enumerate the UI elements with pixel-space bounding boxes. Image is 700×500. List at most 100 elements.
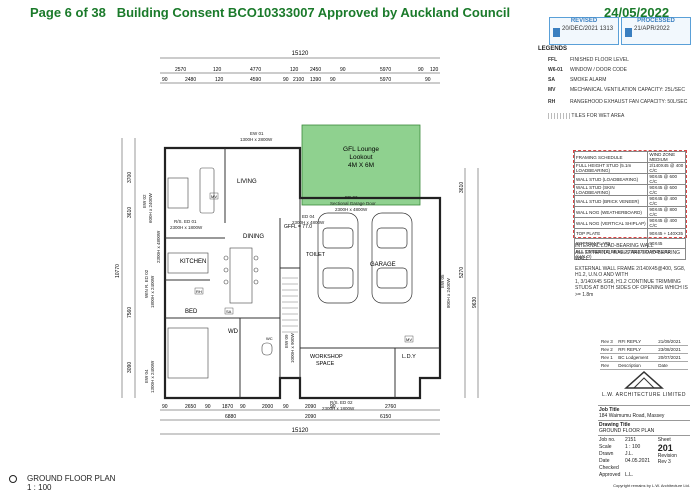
rev-cell: Rev 3 bbox=[600, 338, 618, 346]
stamp-label: REVISED bbox=[570, 18, 598, 24]
copyright: Copyright remains by L.W. Architecture L… bbox=[613, 483, 690, 488]
company-logo: L.W. ARCHITECTURE LIMITED bbox=[600, 370, 688, 402]
approval-banner: Page 6 of 38 Building Consent BCO1033300… bbox=[0, 0, 700, 20]
sheet-number: 201 bbox=[657, 443, 673, 453]
bottom-dim-row-2: 6880 2090 6150 bbox=[225, 414, 391, 420]
dim-text: 120 bbox=[213, 67, 222, 73]
framing-cell: 90X45 @ 400 C/C bbox=[647, 195, 686, 207]
dim-text: 2000 bbox=[262, 404, 273, 410]
opening-code: EW 01 bbox=[250, 131, 264, 136]
rev-cell: Rev bbox=[600, 361, 618, 370]
structural-notes: INTERNAL LOAD-BEARING WALL ALL EXTERNAL … bbox=[575, 243, 690, 298]
framing-cell: WALL NOG (VERTICAL SHIPLAP) bbox=[573, 217, 649, 229]
device-tags: MV SA RH MV WC bbox=[194, 192, 414, 343]
rev-cell: Rev 1 bbox=[600, 353, 618, 362]
plan-title: GROUND FLOOR PLAN bbox=[27, 474, 116, 483]
tag-text: MV bbox=[406, 337, 412, 342]
room-label-dining: DINING bbox=[243, 234, 264, 240]
dim-text: 120 bbox=[215, 77, 224, 83]
tag-text: RH bbox=[196, 289, 202, 294]
furniture bbox=[167, 167, 273, 379]
opening-size: 2300H x 1800W bbox=[170, 225, 203, 230]
garage-cars bbox=[317, 212, 413, 304]
opening-code: EW 05 bbox=[440, 274, 445, 288]
opening-code: R/S. ED 01 bbox=[174, 219, 197, 224]
drawing-title-label: Drawing Title bbox=[599, 422, 631, 428]
floor-plan-drawing: 15120 2570 120 4770 120 2450 90 5970 90 … bbox=[115, 51, 479, 435]
dim-text: 10770 bbox=[115, 264, 121, 278]
room-label-kitchen: KITCHEN bbox=[180, 259, 206, 265]
dim-text: 4590 bbox=[250, 77, 261, 83]
framing-cell: WALL STUD (BRICK VENEER) bbox=[573, 195, 649, 207]
rev-cell: BC Lodgement bbox=[617, 353, 658, 362]
note-line: ALL EXTERNAL WALLS ARE LOAD-BEARING WALL bbox=[575, 249, 681, 263]
framing-cell: WALL STUD (SKIN LOADBEARING) bbox=[573, 184, 649, 196]
dim-text: 4770 bbox=[250, 67, 261, 73]
opening-code: WIN R. ED 02 bbox=[144, 269, 149, 298]
room-label-bed: BED bbox=[185, 309, 198, 315]
opening-labels: EW 01 1300H x 2800W EW 02 600H x 2400W 2… bbox=[142, 131, 451, 411]
room-label-garage: GARAGE bbox=[370, 262, 396, 268]
opening-size: 600H x 2400W bbox=[148, 192, 153, 223]
plan-title-block: GROUND FLOOR PLAN 1 : 100 bbox=[9, 474, 115, 492]
room-label-toilet: TOILET bbox=[306, 252, 326, 258]
dim-text: 5970 bbox=[380, 67, 391, 73]
dim-text: 90 bbox=[283, 77, 289, 83]
rev-cell: 20/07/2021 bbox=[657, 353, 688, 362]
dim-text: 3610 bbox=[127, 207, 133, 218]
dim-text: 7560 bbox=[127, 307, 133, 318]
sheet-label: Sheet bbox=[657, 437, 671, 443]
legend-item: TILES FOR WET AREA bbox=[548, 113, 624, 119]
dim-text: 5270 bbox=[459, 267, 465, 278]
framing-cell: 90X45 @ 600 C/C bbox=[647, 184, 686, 196]
room-label: 4M X 6M bbox=[348, 162, 374, 169]
dim-text: 2450 bbox=[310, 67, 321, 73]
dim-text: 5970 bbox=[380, 77, 391, 83]
room-label-workshop: SPACE bbox=[316, 361, 335, 367]
bottom-dim-row-1: 90 2650 90 1870 90 2000 90 2090 90 2760 bbox=[162, 404, 396, 410]
dim-text: 3610 bbox=[459, 182, 465, 193]
dim-text: 120 bbox=[430, 67, 439, 73]
revision-value: Rev 3 bbox=[657, 459, 671, 465]
opening-code: ED 03 bbox=[345, 195, 358, 200]
top-dim-row-2: 90 2480 120 4590 90 2100 1390 90 5970 90 bbox=[162, 77, 431, 83]
drawing-title: GROUND FLOOR PLAN bbox=[599, 428, 655, 434]
dim-overall-bottom: 15120 bbox=[292, 428, 309, 434]
lounge-lookout-area bbox=[301, 124, 421, 206]
top-dim-row-1: 2570 120 4770 120 2450 90 5970 90 120 bbox=[175, 67, 439, 73]
rev-cell: Date bbox=[657, 361, 688, 370]
dim-text: 2480 bbox=[185, 77, 196, 83]
opening-code: EW 09 bbox=[284, 334, 289, 348]
dim-text: 90 bbox=[340, 67, 346, 73]
company-name: L.W. ARCHITECTURE LIMITED bbox=[602, 392, 686, 398]
dim-text: 6150 bbox=[380, 414, 391, 420]
tb-field: Job no.2151 bbox=[599, 437, 637, 443]
dim-text: 2090 bbox=[305, 404, 316, 410]
room-label-wd: WD bbox=[228, 329, 239, 335]
framing-cell: 90X45 @ 600 C/C bbox=[647, 173, 686, 185]
dim-text: 90 bbox=[330, 77, 336, 83]
dim-text: 2090 bbox=[305, 414, 316, 420]
note-line: INTERNAL LOAD-BEARING WALL bbox=[575, 243, 654, 249]
opening-size: 800H x 2400W bbox=[446, 277, 451, 308]
dim-text: 1870 bbox=[222, 404, 233, 410]
interior-walls bbox=[165, 148, 440, 398]
room-label-workshop: WORKSHOP bbox=[310, 354, 343, 360]
framing-cell: FULL HEIGHT STUD (5.1m LOADBEARING) bbox=[573, 162, 649, 174]
dim-text: 90 bbox=[205, 404, 211, 410]
dim-text: 1390 bbox=[310, 77, 321, 83]
plan-reference-icon bbox=[9, 475, 17, 483]
dim-text: 90 bbox=[283, 404, 289, 410]
opening-size: 1300H x 2400W bbox=[150, 360, 155, 393]
opening-code: R/S. ED 02 bbox=[330, 400, 353, 405]
opening-size: 2300H x 4800W bbox=[156, 230, 161, 263]
dim-text: 90 bbox=[240, 404, 246, 410]
rev-cell: 21/09/2021 bbox=[657, 338, 688, 346]
dim-text: 3700 bbox=[127, 172, 133, 183]
framing-cell: 90X45 + 140X35 bbox=[647, 228, 686, 239]
